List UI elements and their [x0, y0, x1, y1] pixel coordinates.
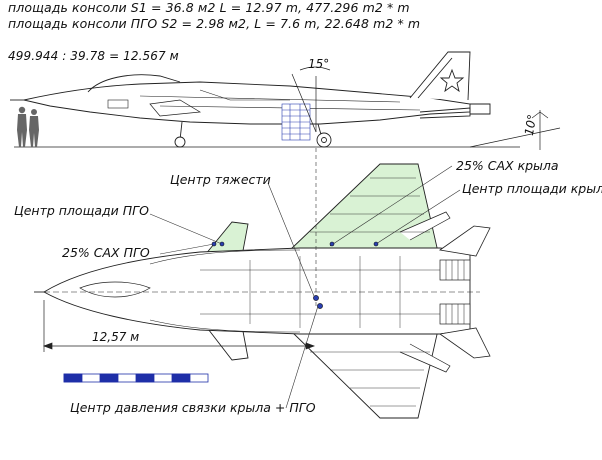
- people-silhouettes: [17, 106, 39, 147]
- wing-mac-point: [329, 241, 335, 247]
- side-vertical-tail: [409, 51, 471, 101]
- cg-point: [313, 295, 319, 301]
- pitch-angle-label: 15°: [308, 57, 330, 71]
- pgo-area-center-label: Центр площади ПГО: [14, 203, 149, 218]
- lower-htail: [438, 327, 491, 359]
- pgo-mac-point: [211, 241, 217, 247]
- ratio-line: 499.944 : 39.78 = 12.567 м: [8, 49, 179, 63]
- scale-bar: [63, 373, 209, 383]
- center-of-gravity-label: Центр тяжести: [170, 172, 271, 187]
- distance-label: 12,57 м: [92, 330, 140, 344]
- upper-htail: [438, 225, 491, 257]
- star-icon: [439, 68, 465, 93]
- top-fuselage: [43, 247, 471, 335]
- wing-area-point: [373, 241, 379, 247]
- leader-lines: [149, 148, 461, 409]
- console-area-line: площадь консоли S1 = 36.8 м2 L = 12.97 m…: [8, 0, 410, 15]
- side-view: [10, 51, 561, 150]
- top-view: [34, 163, 491, 419]
- pressure-center-label: Центр давления связки крыла + ПГО: [70, 400, 316, 415]
- pressure-center-point: [317, 303, 323, 309]
- lower-nozzle: [439, 303, 471, 325]
- pgo-mac-label: 25% САХ ПГО: [62, 245, 150, 260]
- pgo-area-line: площадь консоли ПГО S2 = 2.98 м2, L = 7.…: [8, 16, 421, 31]
- upper-nozzle: [439, 259, 471, 281]
- wing-mac-label: 25% САХ крыла: [456, 158, 559, 173]
- wing-area-center-label: Центр площади крыла: [462, 181, 602, 196]
- side-fuselage: [23, 81, 471, 125]
- pgo-area-point: [219, 241, 225, 247]
- distance-dimension: [43, 300, 315, 352]
- reference-points: [211, 241, 379, 309]
- side-canopy: [87, 74, 181, 93]
- weapon-bay-detail: [281, 103, 311, 141]
- upper-wing: [288, 163, 439, 253]
